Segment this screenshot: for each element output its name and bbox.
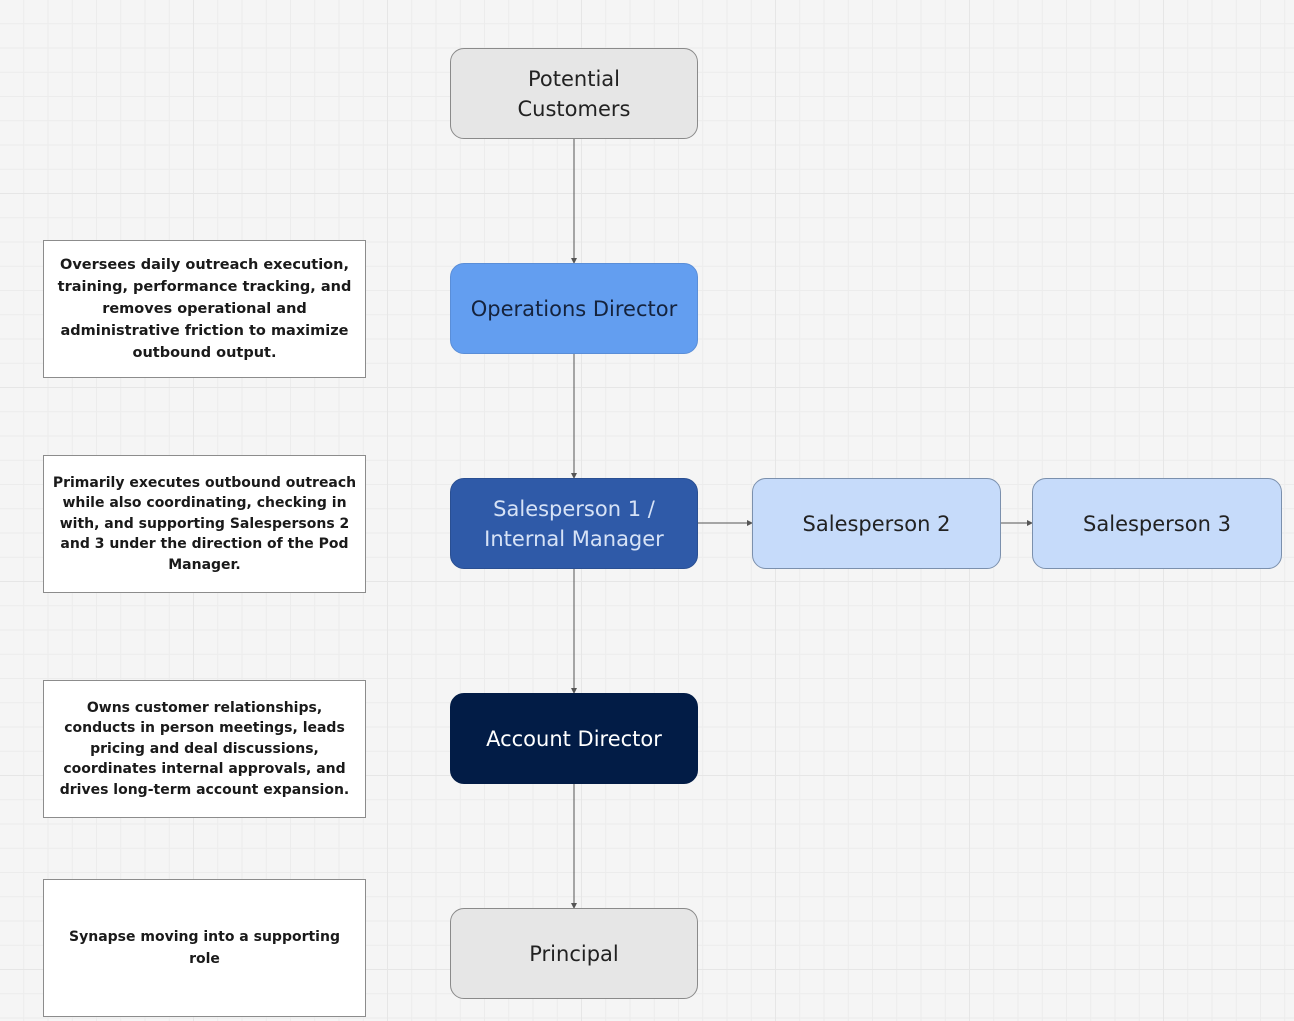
node-operations-director-label: Operations Director — [470, 296, 678, 321]
note-operations-director-text: Oversees daily outreach execution, train… — [57, 257, 352, 361]
node-account-director[interactable]: Account Director — [450, 693, 698, 784]
note-account-director-text: Owns customer relationships, conducts in… — [59, 699, 350, 798]
node-salesperson-1-label-line2: Internal Manager — [484, 526, 664, 551]
node-operations-director[interactable]: Operations Director — [450, 263, 698, 354]
node-potential-customers-label: Potential Customers — [517, 66, 631, 121]
node-salesperson-3[interactable]: Salesperson 3 — [1032, 478, 1282, 569]
note-principal[interactable]: Synapse moving into a supporting role — [43, 879, 366, 1017]
node-salesperson-1-label-line1: Salesperson 1 / — [493, 496, 655, 521]
node-account-director-label: Account Director — [486, 726, 662, 751]
note-salesperson-1-text: Primarily executes outbound outreach whi… — [52, 474, 357, 573]
node-principal-label: Principal — [529, 941, 619, 966]
node-salesperson-2[interactable]: Salesperson 2 — [752, 478, 1001, 569]
note-operations-director[interactable]: Oversees daily outreach execution, train… — [43, 240, 366, 378]
node-potential-customers[interactable]: Potential Customers — [450, 48, 698, 139]
note-salesperson-1[interactable]: Primarily executes outbound outreach whi… — [43, 455, 366, 593]
note-principal-text: Synapse moving into a supporting role — [69, 929, 340, 967]
node-salesperson-3-label: Salesperson 3 — [1083, 511, 1231, 536]
node-principal[interactable]: Principal — [450, 908, 698, 999]
node-salesperson-2-label: Salesperson 2 — [802, 511, 951, 536]
node-salesperson-1-internal-manager[interactable]: Salesperson 1 / Internal Manager — [450, 478, 698, 569]
note-account-director[interactable]: Owns customer relationships, conducts in… — [43, 680, 366, 818]
